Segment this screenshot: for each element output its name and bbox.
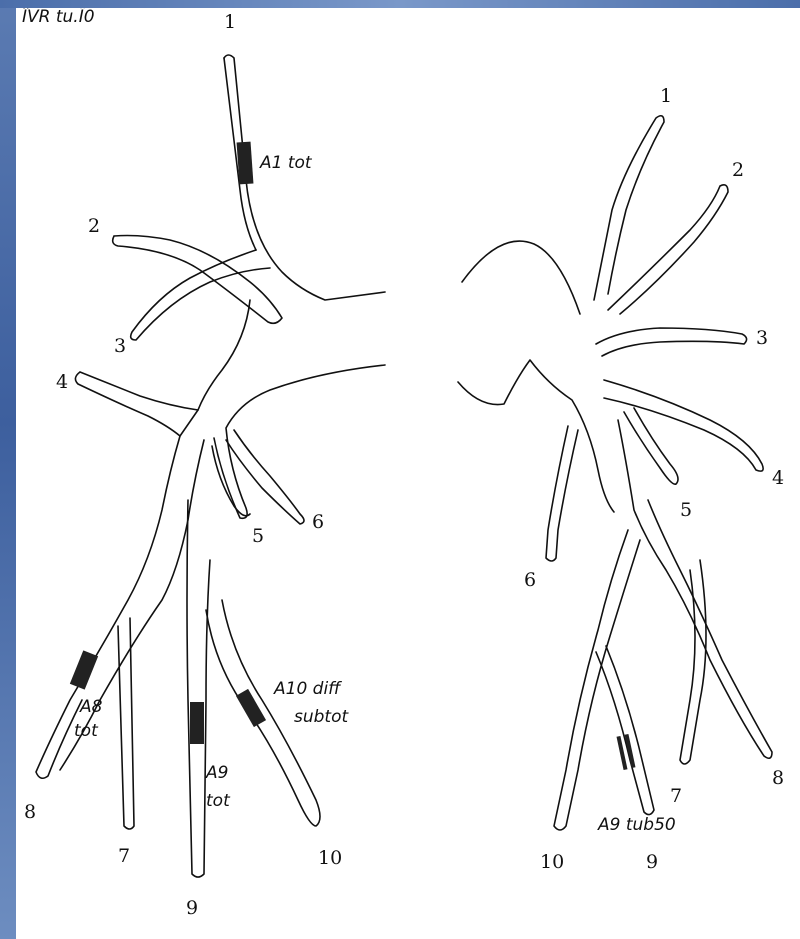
right-label-4: 4 <box>772 467 784 489</box>
left-label-6: 6 <box>312 511 324 533</box>
left-vessel-tree <box>36 55 385 877</box>
right-label-3: 3 <box>756 327 768 349</box>
annotation-a10-line2: subtot <box>294 707 349 727</box>
lesion-a1 <box>237 142 254 185</box>
right-branch-6 <box>546 426 578 561</box>
annotation-a9-line2: tot <box>206 791 231 811</box>
right-label-8: 8 <box>772 767 784 789</box>
left-label-4: 4 <box>56 371 68 393</box>
right-vessel-tree <box>458 116 772 830</box>
right-label-1: 1 <box>660 85 672 107</box>
vessel-sketch: ÎVR tu.Ï0 <box>16 8 800 939</box>
left-branch-labels: 1 2 3 4 5 6 7 8 9 10 <box>24 11 342 919</box>
annotation-a8-line2: tot <box>74 721 99 741</box>
left-annotations: A1 tot A8 tot A9 tot A10 diff subtot <box>74 153 349 811</box>
right-label-7: 7 <box>670 785 682 807</box>
left-label-9: 9 <box>186 897 198 919</box>
slide-frame-left <box>0 0 16 939</box>
header-note: ÎVR tu.Ï0 <box>22 8 95 27</box>
right-branch-10 <box>554 530 640 830</box>
right-label-10: 10 <box>540 851 564 873</box>
right-branch-labels: 1 2 3 4 5 6 7 8 9 10 <box>524 85 784 873</box>
left-branch-4 <box>75 372 198 436</box>
left-trunk-mid <box>198 300 250 410</box>
right-annotations: A9 tub50 <box>597 815 676 835</box>
left-trunk-lower <box>36 436 180 778</box>
left-label-7: 7 <box>118 845 130 867</box>
left-branch-9 <box>187 500 210 877</box>
annotation-a9-line1: A9 <box>205 763 228 783</box>
slide-frame-top <box>0 0 800 8</box>
sketch-paper: ÎVR tu.Ï0 <box>16 8 800 939</box>
right-label-6: 6 <box>524 569 536 591</box>
right-label-5: 5 <box>680 499 692 521</box>
left-label-8: 8 <box>24 801 36 823</box>
right-trunk-lower <box>618 420 772 758</box>
left-branch-2 <box>113 236 282 324</box>
right-arch <box>462 241 580 314</box>
annotation-a10-line1: A10 diff <box>273 679 342 699</box>
left-trunk-upper <box>131 250 270 340</box>
left-label-1: 1 <box>224 11 236 33</box>
left-label-2: 2 <box>88 215 100 237</box>
lesion-a9 <box>190 702 204 744</box>
left-trunk-right-wall <box>214 365 385 518</box>
right-branch-3 <box>596 328 747 356</box>
left-branch-7 <box>118 618 134 829</box>
right-label-9: 9 <box>646 851 658 873</box>
right-label-2: 2 <box>732 159 744 181</box>
right-branch-5 <box>624 408 678 484</box>
right-branch-2 <box>608 185 728 314</box>
left-label-3: 3 <box>114 335 126 357</box>
left-label-10: 10 <box>318 847 342 869</box>
lesion-a10 <box>236 689 266 727</box>
right-arch-lower <box>458 360 614 512</box>
right-branch-1 <box>594 116 664 300</box>
annotation-a1-tot: A1 tot <box>259 153 313 173</box>
right-branch-4 <box>604 380 763 471</box>
lesion-a8 <box>70 650 98 689</box>
annotation-right-a9: A9 tub50 <box>597 815 676 835</box>
right-branch-9 <box>596 646 654 815</box>
left-label-5: 5 <box>252 525 264 547</box>
annotation-a8-line1: A8 <box>79 697 103 717</box>
right-branch-7 <box>680 560 706 764</box>
